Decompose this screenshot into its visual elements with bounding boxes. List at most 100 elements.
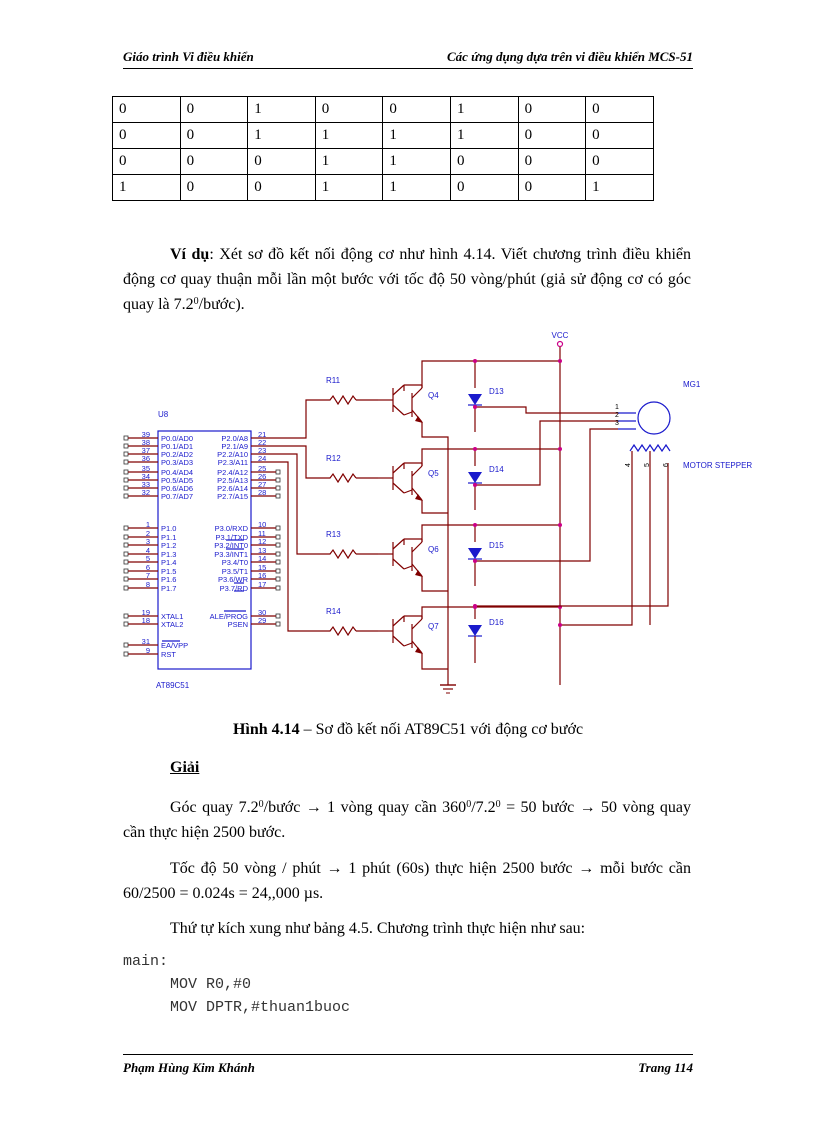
wire [421, 360, 560, 388]
table-cell: 0 [517, 174, 587, 201]
pin-name: P2.0/A8 [221, 434, 248, 443]
wire [392, 404, 405, 416]
junction-dot [473, 604, 477, 608]
pin-name: P0.0/AD0 [161, 434, 193, 443]
example-paragraph: Ví dụ: Xét sơ đồ kết nối động cơ như hìn… [123, 246, 692, 313]
diode-label: D14 [489, 465, 504, 474]
table-cell: 1 [314, 174, 384, 201]
pin-name: P2.7/A15 [217, 492, 248, 501]
table-cell: 0 [517, 96, 587, 123]
pin-number: 26 [258, 472, 266, 481]
pin-name: P1.0 [161, 524, 176, 533]
chip-name: AT89C51 [156, 681, 190, 690]
junction-dot [558, 359, 562, 363]
diode [468, 625, 482, 636]
pin-name: P1.3 [161, 550, 176, 559]
pin-name: P0.4/AD4 [161, 468, 193, 477]
resistor [318, 394, 357, 406]
pin-name: P1.1 [161, 533, 176, 542]
pin-number: 29 [258, 616, 266, 625]
pin-number: 32 [142, 488, 150, 497]
pin-name: P2.5/A13 [217, 476, 248, 485]
table-cell: 0 [179, 96, 249, 123]
pin-number: 24 [258, 454, 266, 463]
table-cell: 0 [585, 96, 654, 123]
wire [392, 615, 405, 627]
pin-terminal [275, 559, 281, 565]
motor-coil [629, 443, 671, 453]
pin-name: P2.6/A14 [217, 484, 248, 493]
wire [270, 461, 318, 632]
pin-name: P0.3/AD3 [161, 458, 193, 467]
diode-label: D13 [489, 387, 504, 396]
pin-name: P1.5 [161, 567, 176, 576]
table-cell: 0 [112, 96, 181, 123]
resistor [318, 548, 357, 560]
pin-number: 21 [258, 430, 266, 439]
motor-reference: MG1 [683, 380, 701, 389]
pin-number: 16 [258, 571, 266, 580]
resistor-label: R14 [326, 607, 341, 616]
pin-terminal [123, 443, 129, 449]
pin-name: P3.1/TXD [215, 533, 248, 542]
diode [468, 394, 482, 405]
pin-name: P0.1/AD1 [161, 442, 193, 451]
pin-terminal [123, 613, 129, 619]
table-cell: 1 [382, 174, 451, 201]
wire [403, 489, 413, 494]
pin-number: 9 [146, 646, 150, 655]
diode [468, 472, 482, 483]
pin-terminal [123, 621, 129, 627]
code-line-mov-dptr: MOV DPTR,#thuan1buoc [170, 999, 351, 1016]
pin-terminal [275, 525, 281, 531]
vcc-label: VCC [552, 331, 569, 340]
table-cell: 1 [449, 96, 519, 123]
pin-number: 12 [258, 537, 266, 546]
pin-number: 33 [142, 480, 150, 489]
pin-number: 13 [258, 546, 266, 555]
pin-terminal [123, 551, 129, 557]
vcc-terminal [556, 340, 564, 348]
transistor-label: Q5 [428, 469, 439, 478]
solution-paragraph-3: Thứ tự kích xung như bảng 4.5. Chương tr… [170, 920, 586, 937]
junction-dot [473, 523, 477, 527]
pin-name: P0.2/AD2 [161, 450, 193, 459]
pin-name: ALE/PROG [210, 612, 249, 621]
transistor-arrow [415, 494, 423, 501]
pin-number: 5 [146, 554, 150, 563]
chip-body [157, 430, 252, 670]
resistor [318, 625, 357, 637]
diode-label: D15 [489, 541, 504, 550]
motor-pin-number: 5 [644, 463, 651, 467]
header-left: Giáo trình Vi điều khiển [123, 49, 254, 64]
table-cell: 0 [382, 96, 451, 123]
motor-pin-number: 6 [663, 463, 670, 467]
pin-number: 30 [258, 608, 266, 617]
pin-terminal [275, 551, 281, 557]
motor-name: MOTOR STEPPER [683, 461, 752, 470]
pin-number: 28 [258, 488, 266, 497]
table-cell: 0 [517, 148, 587, 175]
pin-number: 23 [258, 446, 266, 455]
table-cell: 0 [517, 122, 587, 149]
wire [411, 387, 423, 399]
pin-number: 17 [258, 580, 266, 589]
wire [392, 558, 405, 570]
wire [475, 428, 618, 562]
transistor-arrow [415, 416, 423, 423]
diode [468, 548, 482, 559]
pin-name: XTAL1 [161, 612, 183, 621]
table-cell: 1 [314, 122, 384, 149]
pin-number: 36 [142, 454, 150, 463]
wire [392, 538, 405, 550]
junction-dot [558, 447, 562, 451]
chip-reference: U8 [158, 410, 169, 419]
pin-name: P1.7 [161, 584, 176, 593]
pin-terminal [123, 576, 129, 582]
pin-number: 1 [146, 520, 150, 529]
pin-number: 27 [258, 480, 266, 489]
wire [560, 451, 633, 626]
wire [475, 406, 618, 414]
